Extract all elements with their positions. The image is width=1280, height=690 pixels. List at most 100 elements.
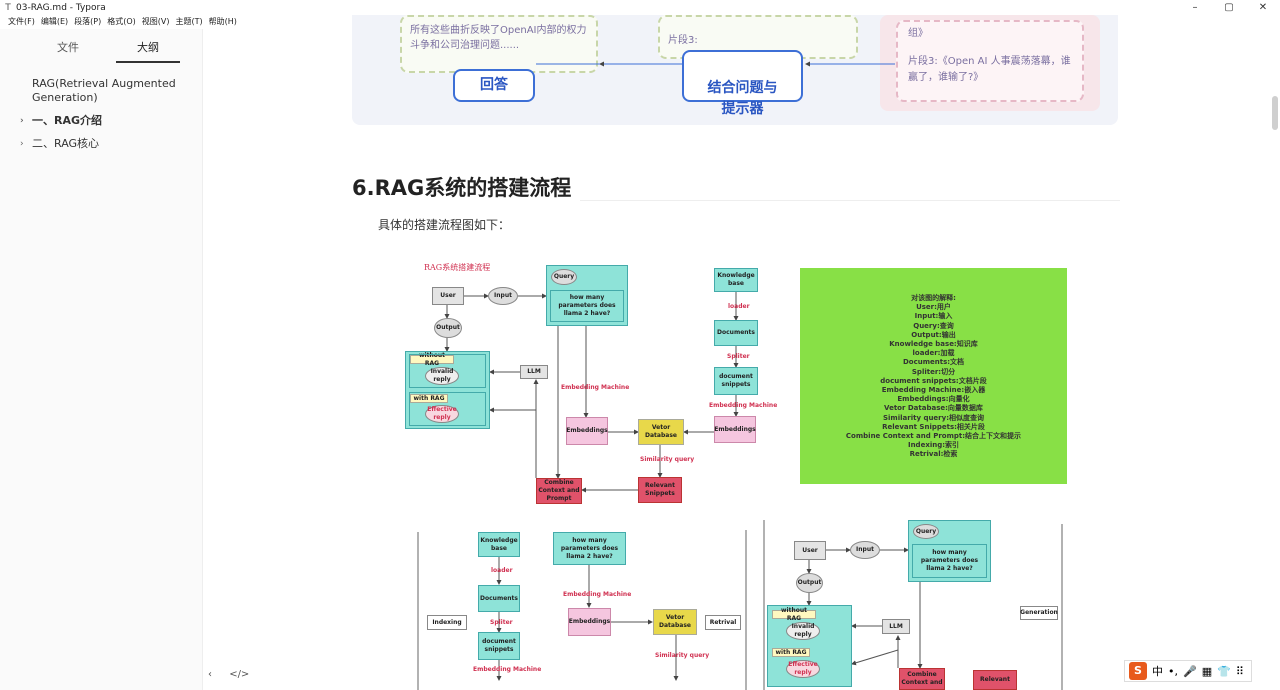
node-relevant-snippets: Relevant Snippets xyxy=(638,477,682,503)
vertical-scrollbar[interactable] xyxy=(1272,96,1278,130)
label-similarity-query: Similarity query xyxy=(640,456,695,463)
d2-label-similarity-query: Similarity query xyxy=(655,652,710,659)
d2-vector-database: Vetor Database xyxy=(653,609,697,635)
d2-retrival: Retrival xyxy=(705,615,741,630)
maximize-button[interactable]: ▢ xyxy=(1224,2,1234,13)
skin-icon[interactable]: 👕 xyxy=(1217,664,1231,678)
d2-combine: Combine Context and xyxy=(899,668,945,690)
sidebar-footer: ‹ </> xyxy=(208,669,263,680)
node-query: Query xyxy=(551,269,577,285)
collapse-sidebar-icon[interactable]: ‹ xyxy=(208,669,212,680)
d2-label-embedding-machine-mid: Embedding Machine xyxy=(563,591,632,598)
node-without-rag-box xyxy=(409,354,486,388)
node-llm: LLM xyxy=(520,365,548,379)
node-invalid-reply: Invalid reply xyxy=(425,367,459,385)
outline-list: RAG(Retrieval Augmented Generation) › 一、… xyxy=(20,77,180,160)
section-heading: 6.RAG系统的搭建流程 xyxy=(352,176,572,200)
microphone-icon[interactable]: 🎤 xyxy=(1183,664,1197,678)
d2-label-with-rag: with RAG xyxy=(772,648,810,657)
d2-generation: Generation xyxy=(1020,606,1058,620)
heading-divider xyxy=(580,200,1120,201)
source-code-icon[interactable]: </> xyxy=(229,669,250,680)
menu-paragraph[interactable]: 段落(P) xyxy=(74,17,102,26)
paragraph: 具体的搭建流程图如下： xyxy=(378,218,511,232)
sidebar: 文件 大纲 RAG(Retrieval Augmented Generation… xyxy=(0,29,203,690)
node-with-rag-box xyxy=(409,392,486,426)
d2-label-loader: loader xyxy=(491,567,513,574)
explanation-box: 对该图的解释: User:用户 Input:输入 Query:查询 Output… xyxy=(800,268,1067,484)
label-with-rag: with RAG xyxy=(410,394,448,403)
answer-box: 回答 xyxy=(453,69,535,102)
outline-item-intro[interactable]: › 一、RAG介绍 xyxy=(20,114,180,128)
pink-bubble: 组》 片段3:《Open AI 人事震荡落幕，谁赢了，谁输了?》 xyxy=(896,20,1084,102)
node-embeddings-right: Embeddings xyxy=(714,416,756,443)
window-title: 03-RAG.md - Typora xyxy=(16,2,106,13)
d2-knowledge-base: Knowledge base xyxy=(478,532,520,557)
close-button[interactable]: ✕ xyxy=(1258,2,1268,13)
title-bar: T 03-RAG.md - Typora – ▢ ✕ xyxy=(0,0,1280,15)
minimize-button[interactable]: – xyxy=(1192,2,1198,13)
diagram-title: RAG系统搭建流程 xyxy=(424,263,491,272)
sidebar-tabs: 文件 大纲 xyxy=(32,39,180,63)
keyboard-icon[interactable]: ▦ xyxy=(1201,664,1213,678)
menu-format[interactable]: 格式(O) xyxy=(107,17,136,26)
menu-grid-icon[interactable]: ⠿ xyxy=(1235,664,1244,678)
window-controls: – ▢ ✕ xyxy=(1178,0,1280,15)
d2-label-spliter: Spliter xyxy=(490,619,513,626)
tab-outline[interactable]: 大纲 xyxy=(116,39,180,63)
d2-label-embedding-machine: Embedding Machine xyxy=(473,666,542,673)
menu-view[interactable]: 视图(V) xyxy=(141,17,170,26)
d2-relevant: Relevant xyxy=(973,670,1017,690)
ime-toolbar: S 中 •, 🎤 ▦ 👕 ⠿ xyxy=(1124,660,1252,682)
d2-embeddings: Embeddings xyxy=(568,608,611,636)
menu-edit[interactable]: 编辑(E) xyxy=(40,17,69,26)
node-embeddings: Embeddings xyxy=(566,417,608,445)
d2-output: Output xyxy=(796,573,823,593)
ime-mode-icon[interactable]: 中 xyxy=(1152,665,1163,678)
typora-icon: T xyxy=(5,2,11,13)
node-document-snippets: document snippets xyxy=(714,367,758,395)
d2-documents: Documents xyxy=(478,585,520,612)
figure-bubble-left: 所有这些曲折反映了OpenAI内部的权力斗争和公司治理问题...... xyxy=(400,15,598,73)
d2-invalid-reply: Invalid reply xyxy=(786,622,820,640)
sogou-icon[interactable]: S xyxy=(1129,662,1147,680)
d2-query: Query xyxy=(913,524,939,539)
chevron-right-icon[interactable]: › xyxy=(20,116,24,126)
label-embedding-machine: Embedding Machine xyxy=(709,402,778,409)
outline-item-label: 二、RAG核心 xyxy=(32,137,100,150)
menu-help[interactable]: 帮助(H) xyxy=(208,17,237,26)
d2-document-snippets: document snippets xyxy=(478,632,520,660)
d2-indexing: Indexing xyxy=(427,615,467,630)
punctuation-icon[interactable]: •, xyxy=(1168,664,1178,678)
label-without-rag: without RAG xyxy=(410,352,454,367)
outline-item-label: RAG(Retrieval Augmented Generation) xyxy=(32,77,176,104)
d2-question-2: how many parameters does llama 2 have? xyxy=(912,544,987,578)
label-embedding-machine-mid: Embedding Machine xyxy=(561,384,630,391)
d2-user: User xyxy=(794,541,826,560)
outline-item-core[interactable]: › 二、RAG核心 xyxy=(20,137,180,151)
d2-llm: LLM xyxy=(882,619,910,634)
outline-item-label: 一、RAG介绍 xyxy=(32,114,103,127)
node-question: how many parameters does llama 2 have? xyxy=(550,290,624,322)
node-user: User xyxy=(432,287,464,305)
node-combine-context: Combine Context and Prompt xyxy=(536,478,582,504)
d2-input: Input xyxy=(850,541,880,559)
node-effective-reply: Effective reply xyxy=(425,405,459,423)
d2-question: how many parameters does llama 2 have? xyxy=(553,532,626,565)
menu-file[interactable]: 文件(F) xyxy=(8,17,35,26)
combine-box: 结合问题与 提示器 xyxy=(682,50,803,117)
outline-item-rag[interactable]: RAG(Retrieval Augmented Generation) xyxy=(20,77,180,105)
menu-bar: 文件(F) 编辑(E) 段落(P) 格式(O) 视图(V) 主题(T) 帮助(H… xyxy=(0,15,1280,29)
node-documents: Documents xyxy=(714,320,758,346)
tab-files[interactable]: 文件 xyxy=(57,41,79,54)
d2-label-without-rag: without RAG xyxy=(772,607,816,622)
node-input: Input xyxy=(488,287,518,305)
node-knowledge-base: Knowledge base xyxy=(714,268,758,292)
menu-theme[interactable]: 主题(T) xyxy=(175,17,203,26)
node-output: Output xyxy=(434,318,462,338)
label-spliter: Spliter xyxy=(727,353,750,360)
node-vector-database: Vetor Database xyxy=(638,419,684,445)
label-loader: loader xyxy=(728,303,750,310)
chevron-right-icon[interactable]: › xyxy=(20,139,24,149)
